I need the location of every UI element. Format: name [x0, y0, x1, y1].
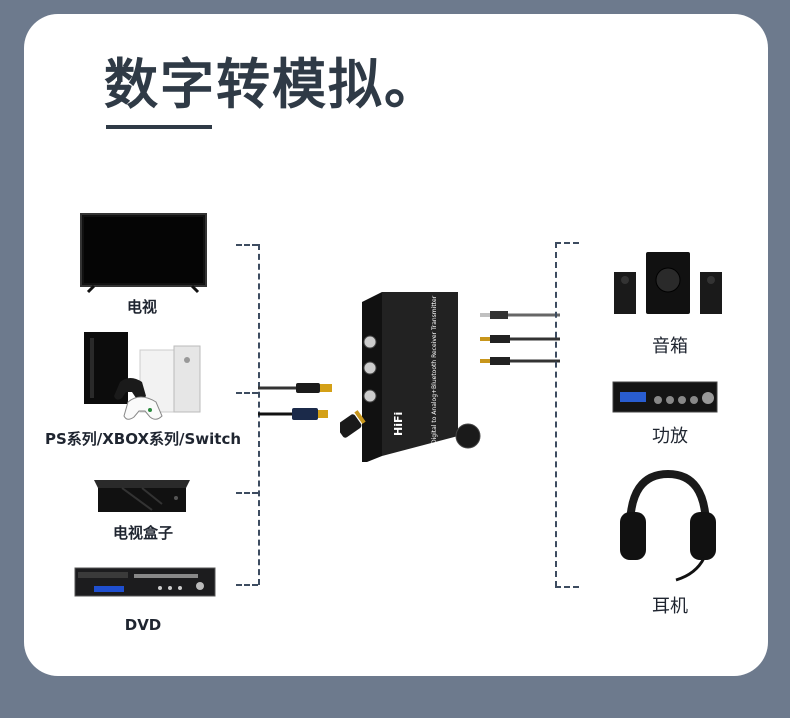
right-connector-line: [555, 242, 557, 587]
page-title: 数字转模拟。: [104, 53, 440, 116]
headphones-image: [620, 470, 716, 582]
bottom-edge: [0, 718, 790, 725]
speakers-image: [614, 252, 722, 314]
input-cables: [258, 383, 332, 420]
source-label-consoles: PS系列/XBOX系列/Switch: [44, 430, 242, 448]
left-connector-tick-dvd: [236, 584, 258, 586]
left-connector-tick-consoles: [236, 392, 258, 394]
output-label-speakers: 音箱: [652, 336, 688, 357]
tv-box-image: [94, 480, 190, 512]
title-underline: [106, 125, 212, 129]
output-label-amplifier: 功放: [652, 426, 688, 447]
source-label-dvd: DVD: [124, 616, 162, 634]
tv-image: [80, 213, 207, 294]
dvd-player-image: [74, 567, 216, 597]
output-cables: [480, 311, 560, 365]
amplifier-image: [612, 381, 718, 413]
dac-device-image: HiFi Digital to Analog+Bluetooth Receive…: [340, 292, 481, 462]
left-connector-tick-tv: [236, 244, 258, 246]
device-side-text: Digital to Analog+Bluetooth Receiver Tra…: [431, 295, 438, 444]
game-consoles-image: [84, 332, 201, 420]
right-connector-tick-bottom: [555, 586, 579, 588]
left-connector-tick-tv-box: [236, 492, 258, 494]
source-label-tv: 电视: [126, 298, 158, 316]
right-connector-tick-top: [555, 242, 579, 244]
device-badge: HiFi: [392, 412, 405, 436]
output-label-headphones: 耳机: [652, 596, 688, 617]
source-label-tv-box: 电视盒子: [112, 524, 174, 542]
